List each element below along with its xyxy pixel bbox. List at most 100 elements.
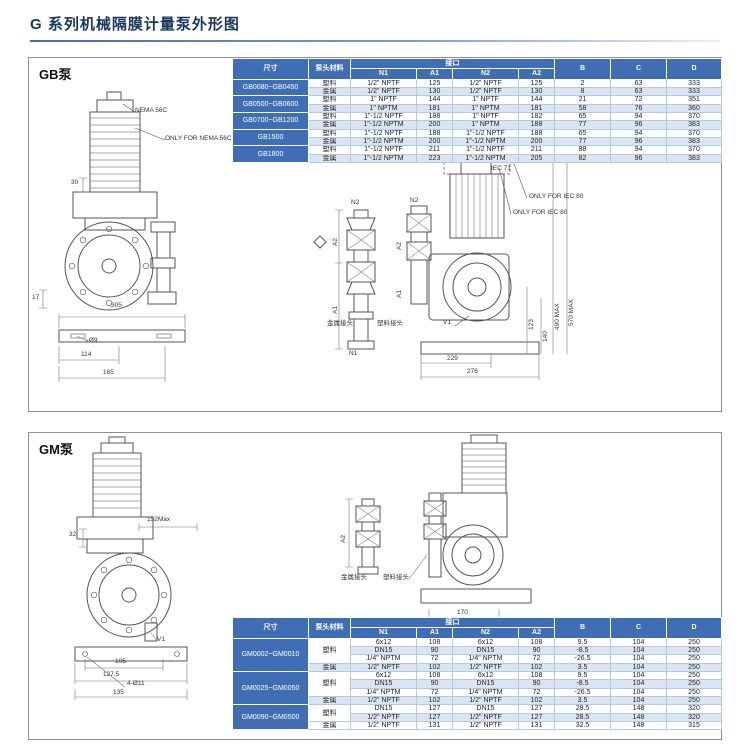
gb-ann-v1: V1 (443, 319, 451, 326)
model-cell: GB0080~GB0450 (232, 78, 309, 97)
spec-value-cell: 1/2" NPTF (350, 662, 417, 673)
material-cell: 金属 (308, 87, 351, 97)
spec-value-cell: 72 (416, 687, 453, 698)
spec-value-cell: 1"-1/2 NPTM (350, 120, 417, 130)
gm-side-view (420, 434, 532, 604)
gm-ann-dim-127-5: 127.5 (103, 671, 120, 678)
spec-value-cell: 104 (610, 687, 667, 698)
spec-value-cell: 77 (554, 137, 611, 147)
model-cell: GM0025~GM0050 (232, 671, 309, 706)
material-cell: 塑料 (308, 145, 351, 155)
spec-value-cell: 96 (610, 137, 667, 147)
gb-ann-dim-165: 165 (103, 369, 114, 376)
spec-value-cell: 370 (666, 128, 722, 139)
spec-value-cell: 108 (416, 637, 453, 648)
col-header-material: 泵头材料 (308, 617, 351, 639)
col-header-b: B (554, 58, 611, 80)
col-header-b: B (554, 617, 611, 639)
spec-value-cell: DN15 (452, 679, 519, 689)
spec-value-cell: 1/4" NPTM (452, 654, 519, 664)
spec-value-cell: 8 (554, 87, 611, 97)
material-cell: 金属 (308, 137, 351, 147)
header-row-1: 尺寸 泵头材料 接口 B C D (232, 616, 722, 639)
spec-value-cell: 131 (518, 721, 555, 731)
spec-value-cell: 3.5 (554, 696, 611, 706)
spec-value-cell: 6x12 (452, 637, 519, 648)
gm-outline-drawing (74, 434, 532, 700)
spec-value-cell: -8.5 (554, 646, 611, 656)
spec-value-cell: 58 (554, 103, 611, 114)
spec-value-cell: 72 (518, 654, 555, 664)
spec-value-cell: 1"-1/2 NPTM (350, 153, 417, 164)
spec-value-cell: 1/2" NPTF (452, 696, 519, 706)
spec-value-cell: 104 (610, 646, 667, 656)
spec-value-cell: 104 (610, 637, 667, 648)
spec-value-cell: 223 (416, 153, 453, 164)
spec-value-cell: 333 (666, 78, 722, 89)
spec-value-cell: 94 (610, 112, 667, 122)
spec-value-cell: 148 (610, 704, 667, 714)
gb-ann-dim-123: 123 (528, 319, 535, 330)
spec-value-cell: 1" NPTF (452, 112, 519, 122)
spec-value-cell: -26.5 (554, 654, 611, 664)
spec-value-cell: 6x12 (350, 671, 417, 681)
gb-ann-dim-305: 305 (111, 302, 122, 309)
spec-value-cell: 1/2" NPTF (452, 721, 519, 731)
model-cell: GB0700~GB1200 (232, 112, 309, 130)
title-underline (30, 40, 720, 42)
spec-value-cell: 1/2" NPTF (350, 712, 417, 723)
spec-value-cell: 1"-1/2 NPTF (350, 112, 417, 122)
spec-value-cell: 28.5 (554, 704, 611, 714)
gb-ann-a2-mid: A2 (332, 238, 339, 246)
spec-value-cell: 360 (666, 103, 722, 114)
spec-value-cell: 9.5 (554, 637, 611, 648)
col-header-c: C (610, 58, 667, 80)
spec-value-cell: 182 (518, 112, 555, 122)
spec-value-cell: 108 (518, 671, 555, 681)
spec-value-cell: 250 (666, 687, 722, 698)
gm-ann-a2: A2 (340, 535, 347, 543)
spec-value-cell: DN15 (452, 704, 519, 714)
spec-value-cell: 90 (518, 679, 555, 689)
gb-ann-n2-mid: N2 (351, 199, 360, 206)
spec-value-cell: DN15 (350, 646, 417, 656)
spec-value-cell: 351 (666, 95, 722, 105)
col-header-n2: N2 (452, 68, 519, 80)
spec-value-cell: 1"-1/2 NPTM (452, 153, 519, 164)
spec-value-cell: 1" NPTM (452, 103, 519, 114)
spec-value-cell: 211 (416, 145, 453, 155)
material-cell: 塑料 (308, 704, 351, 723)
model-cell: GM0090~GM0500 (232, 704, 309, 731)
spec-value-cell: 250 (666, 662, 722, 673)
spec-value-cell: 127 (416, 704, 453, 714)
spec-value-cell: 130 (416, 87, 453, 97)
spec-value-cell: 250 (666, 646, 722, 656)
spec-value-cell: 1"-1/2 NPTM (350, 137, 417, 147)
model-cell: GB1500 (232, 128, 309, 147)
gm-ann-plastic-fitting: 塑料接头 (383, 574, 409, 581)
model-cell: GB1800 (232, 145, 309, 164)
spec-value-cell: 108 (518, 637, 555, 648)
spec-value-cell: 65 (554, 128, 611, 139)
col-header-size: 尺寸 (232, 617, 309, 639)
col-header-n1: N1 (350, 68, 417, 80)
spec-value-cell: 96 (610, 120, 667, 130)
gb-ann-n2-side: N2 (410, 197, 419, 204)
material-cell: 塑料 (308, 78, 351, 89)
spec-value-cell: 6x12 (350, 637, 417, 648)
material-cell: 塑料 (308, 95, 351, 105)
spec-value-cell: 200 (416, 120, 453, 130)
col-header-a1: A1 (416, 68, 453, 80)
gb-ann-dim-570max: 570 MAX (568, 299, 575, 326)
gb-ann-dia-9: ~Ø9 (85, 337, 98, 344)
gm-ann-dim-170: 170 (457, 609, 468, 616)
gm-ann-dim-152max: 152Max (147, 516, 171, 523)
spec-value-cell: 1/4" NPTM (452, 687, 519, 698)
